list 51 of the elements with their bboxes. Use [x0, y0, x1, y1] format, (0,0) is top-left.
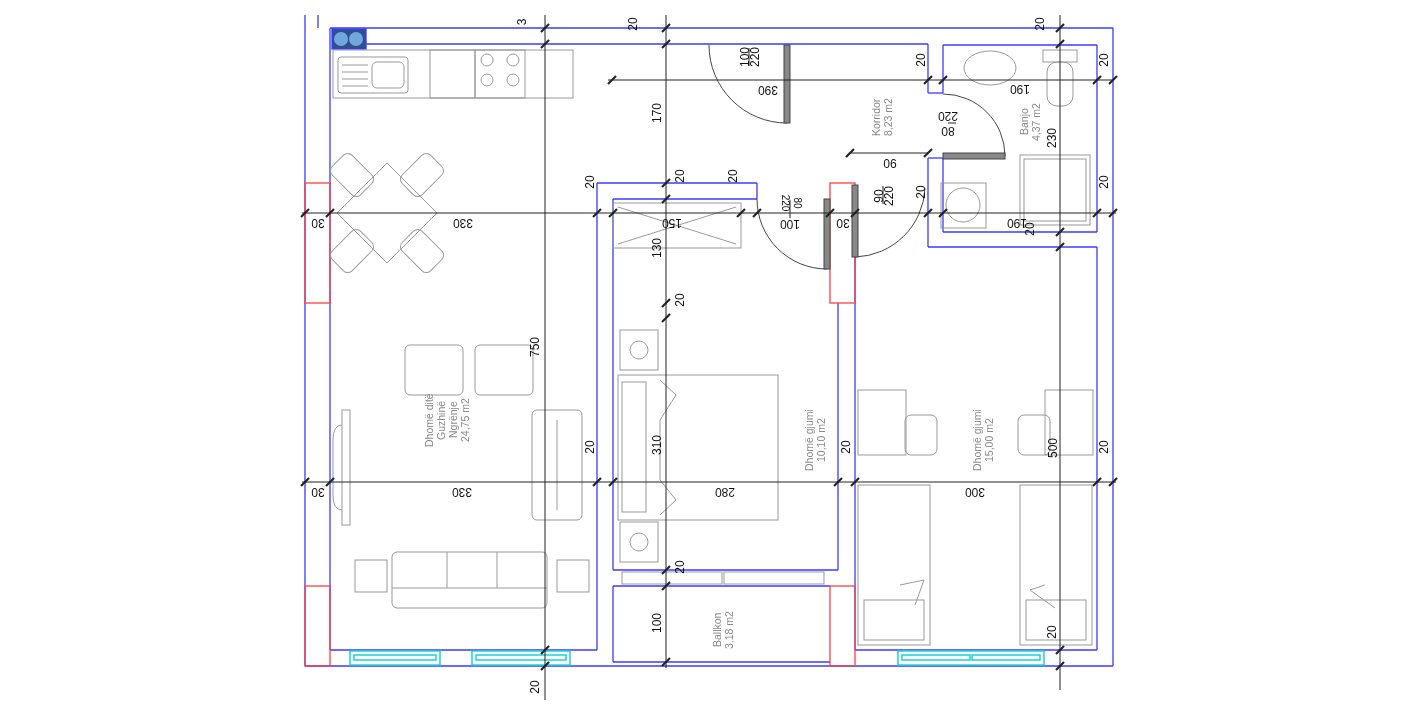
dimension-label: 100	[739, 47, 751, 67]
dimension-label: 80	[791, 197, 803, 209]
dimension-label: 330	[452, 486, 472, 498]
dimension-label: 310	[651, 435, 663, 455]
dimension-label: 20	[674, 560, 686, 574]
dimension-label: 20	[915, 53, 927, 67]
dimension-label: 150	[662, 217, 682, 229]
dimension-label: 20	[1098, 175, 1110, 189]
dimension-label: 80	[941, 125, 955, 137]
dimension-label: 330	[453, 217, 473, 229]
dimension-label: 20	[627, 17, 639, 31]
dimension-label: 220	[749, 47, 761, 67]
dimension-label: 190	[1007, 217, 1027, 229]
dimension-label: 220	[883, 186, 895, 206]
dimension-label: 300	[965, 486, 985, 498]
dimension-label: 100	[780, 218, 800, 230]
dimension-label: 220	[938, 110, 958, 122]
dimension-label: 20	[727, 169, 739, 183]
dimension-label: 220	[779, 194, 791, 212]
dimension-label: 20	[915, 185, 927, 199]
dimension-label: 390	[758, 84, 778, 96]
dimension-label: 170	[651, 103, 663, 123]
dimension-label: 20	[1098, 440, 1110, 454]
dimension-label: 100	[651, 613, 663, 633]
dimension-label: 3	[516, 18, 528, 26]
room-label: Ballkon 3,18 m2	[711, 610, 735, 651]
dimension-label: 280	[715, 486, 735, 498]
room-label: Banjo 4,37 m2	[1018, 102, 1042, 143]
dimension-label: 30	[311, 217, 325, 229]
dimension-label: 30	[836, 217, 850, 229]
dimension-label: 500	[1047, 438, 1059, 458]
dimension-label: 20	[1098, 53, 1110, 67]
dimension-label: 20	[1034, 17, 1046, 31]
dimension-label: 20	[529, 680, 541, 694]
dimension-label: 20	[1046, 625, 1058, 639]
dimension-label: 90	[873, 189, 885, 203]
dimension-label: 130	[651, 238, 663, 258]
room-label: Dhomë gjumi 15,00 m2	[971, 408, 995, 473]
dimension-label: 30	[311, 486, 325, 498]
dimension-label: 20	[1024, 222, 1036, 236]
dimension-label: 230	[1046, 128, 1058, 148]
dimension-label: 20	[674, 293, 686, 307]
room-label: Dhomë gjumi 10,10 m2	[803, 408, 827, 473]
room-label: Korridor 8,23 m2	[870, 97, 894, 138]
dimension-label: 20	[584, 175, 596, 189]
dimension-label: 750	[529, 337, 541, 357]
dimension-label: 20	[674, 169, 686, 183]
dimension-label: 20	[584, 440, 596, 454]
dimension-label: 190	[1010, 83, 1030, 95]
dimension-label: 90	[883, 157, 897, 169]
dimension-label: 20	[840, 440, 852, 454]
